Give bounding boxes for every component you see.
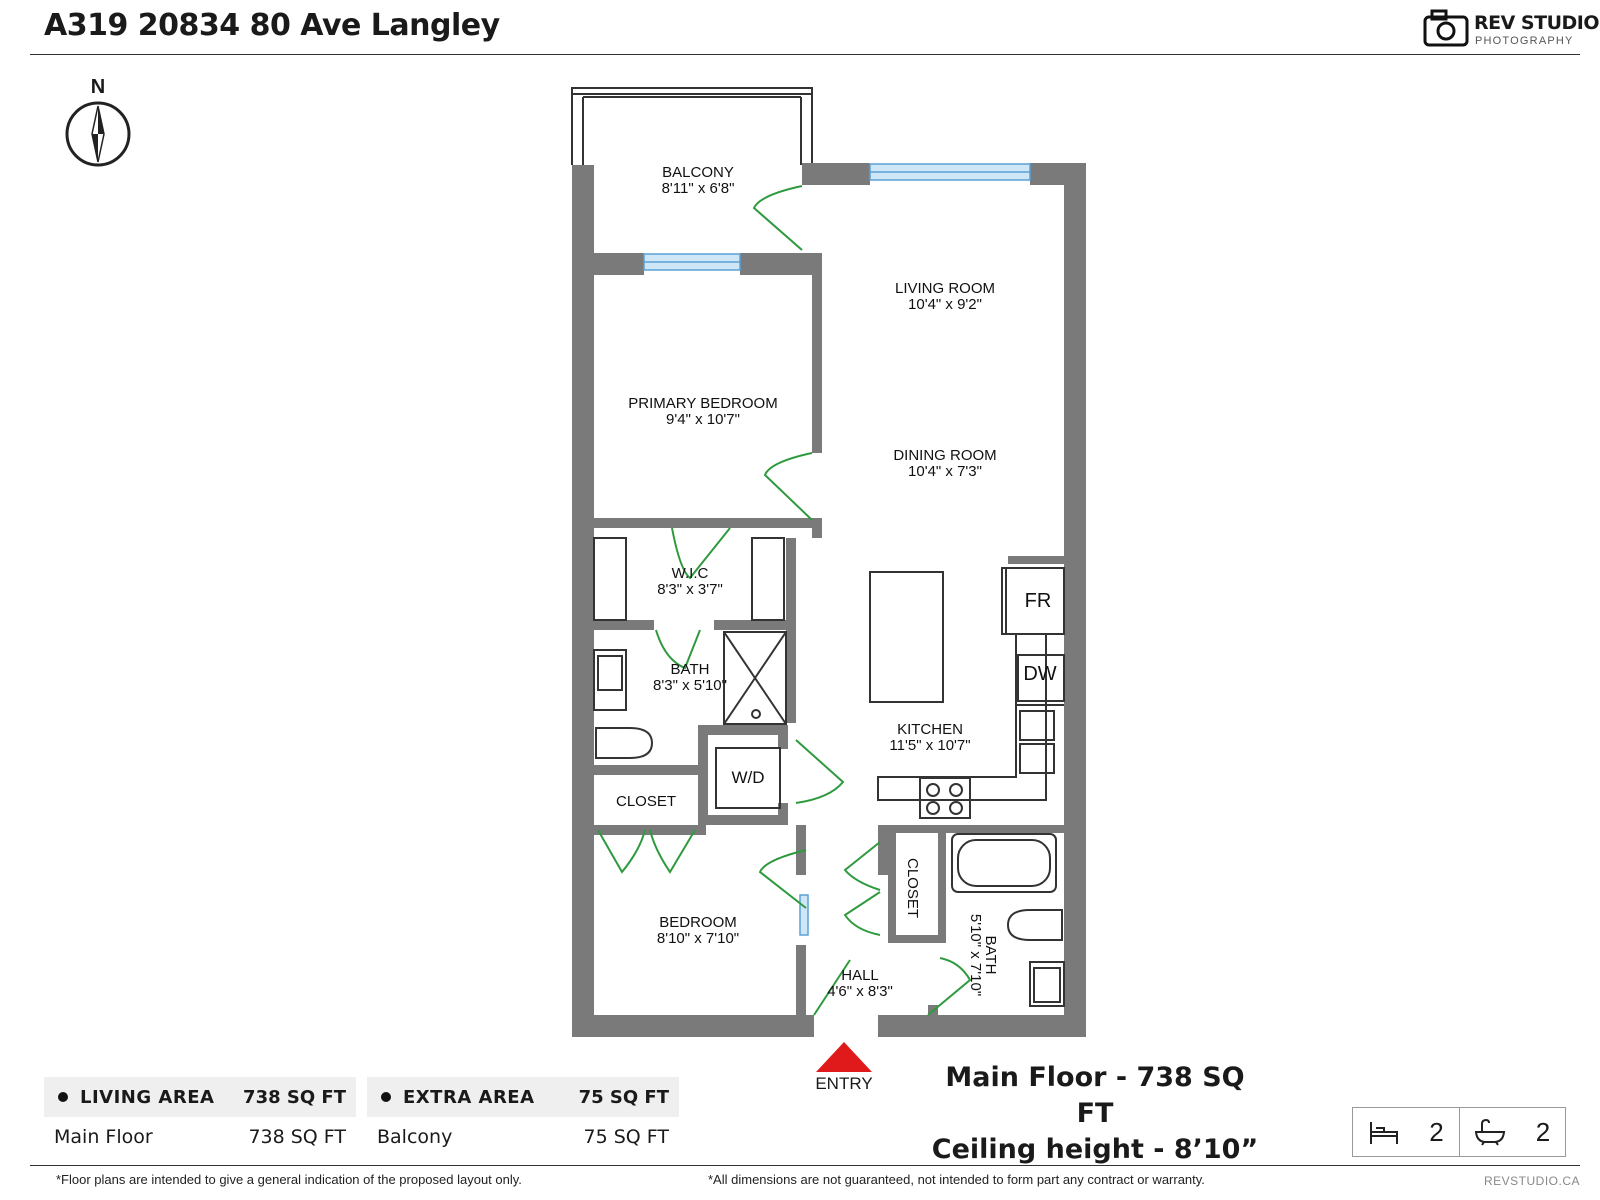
walls <box>571 87 1086 1037</box>
brand-sub: PHOTOGRAPHY <box>1475 35 1574 47</box>
extra-area-header: EXTRA AREA 75 SQ FT <box>367 1077 679 1117</box>
primary-bedroom-size: 9'4" x 10'7" <box>666 411 740 428</box>
doors <box>597 185 972 1016</box>
extra-area-row-label: Balcony <box>377 1126 453 1148</box>
living-area-row-value: 738 SQ FT <box>248 1126 346 1148</box>
bedroom-size: 8'10" x 7'10" <box>657 930 739 947</box>
hall-closet-label: CLOSET <box>904 858 921 918</box>
disclaimer-dimensions: *All dimensions are not guaranteed, not … <box>708 1172 1205 1187</box>
living-area-title: LIVING AREA <box>80 1086 215 1108</box>
brand-name: REV STUDIO <box>1474 12 1600 34</box>
bullet-icon <box>58 1092 68 1102</box>
bath-label: BATH <box>671 661 710 678</box>
bedroom-count-value: 2 <box>1429 1116 1444 1147</box>
hall-size: 4'6" x 8'3" <box>827 983 893 1000</box>
living-area-row-label: Main Floor <box>54 1126 153 1148</box>
bath-2-size: 5'10" x 7'10" <box>967 914 984 996</box>
floor-summary: Main Floor - 738 SQ FT Ceiling height - … <box>930 1060 1260 1168</box>
living-room-size: 10'4" x 9'2" <box>908 296 982 313</box>
footer-divider <box>30 1165 1580 1166</box>
living-area-total: 738 SQ FT <box>243 1086 346 1108</box>
disclaimer-layout: *Floor plans are intended to give a gene… <box>56 1172 522 1187</box>
room-counts: 2 2 <box>1352 1107 1566 1157</box>
extra-area-row: Balcony 75 SQ FT <box>367 1117 679 1157</box>
compass-north-label: N <box>90 76 106 98</box>
header-divider <box>30 54 1580 55</box>
hall-label: HALL <box>841 967 879 984</box>
primary-bedroom-label: PRIMARY BEDROOM <box>628 395 777 412</box>
bathtub-icon <box>1475 1118 1506 1146</box>
bed-icon <box>1369 1122 1398 1144</box>
kitchen-size: 11'5" x 10'7" <box>889 737 970 754</box>
bathroom-count-value: 2 <box>1535 1116 1551 1147</box>
entry-marker: ENTRY <box>800 1042 888 1094</box>
compass: N <box>60 76 136 176</box>
wic-label: W.I.C <box>672 565 709 582</box>
camera-icon <box>1423 9 1469 47</box>
wic-size: 8'3" x 3'7" <box>657 581 723 598</box>
dining-room-label: DINING ROOM <box>893 447 996 464</box>
living-area-table: LIVING AREA 738 SQ FT Main Floor 738 SQ … <box>44 1077 356 1157</box>
page-title: A319 20834 80 Ave Langley <box>44 8 500 43</box>
extra-area-total: 75 SQ FT <box>578 1086 669 1108</box>
footer-brand-url: REVSTUDIO.CA <box>1484 1174 1581 1188</box>
fixtures <box>593 537 1065 1007</box>
living-area-row: Main Floor 738 SQ FT <box>44 1117 356 1157</box>
bathroom-count: 2 <box>1458 1108 1566 1156</box>
dishwasher-label: DW <box>1023 663 1056 685</box>
entry-arrow-icon <box>816 1042 872 1072</box>
brand-logo: REV STUDIO PHOTOGRAPHY <box>1422 8 1600 50</box>
fridge-label: FR <box>1025 590 1052 612</box>
balcony-label: BALCONY <box>662 164 734 181</box>
compass-icon <box>65 101 131 167</box>
room-labels: BALCONY 8'11" x 6'8" LIVING ROOM 10'4" x… <box>616 164 1057 1000</box>
bullet-icon <box>381 1092 391 1102</box>
windows <box>643 163 1031 936</box>
extra-area-title: EXTRA AREA <box>403 1086 535 1108</box>
dining-room-size: 10'4" x 7'3" <box>908 463 982 480</box>
entry-label: ENTRY <box>815 1074 873 1093</box>
washer-dryer-label: W/D <box>731 768 764 787</box>
kitchen-label: KITCHEN <box>897 721 963 738</box>
summary-main-floor: Main Floor - 738 SQ FT <box>945 1062 1245 1129</box>
closet-label: CLOSET <box>616 793 676 810</box>
living-room-label: LIVING ROOM <box>895 280 995 297</box>
balcony-size: 8'11" x 6'8" <box>662 180 735 197</box>
summary-ceiling-height: Ceiling height - 8’10” <box>931 1134 1259 1165</box>
extra-area-row-value: 75 SQ FT <box>583 1126 669 1148</box>
bedroom-label: BEDROOM <box>659 914 737 931</box>
bath-2-label: BATH <box>982 936 999 975</box>
bath-size: 8'3" x 5'10" <box>653 677 727 694</box>
bedroom-count: 2 <box>1353 1108 1459 1156</box>
extra-area-table: EXTRA AREA 75 SQ FT Balcony 75 SQ FT <box>367 1077 679 1157</box>
living-area-header: LIVING AREA 738 SQ FT <box>44 1077 356 1117</box>
